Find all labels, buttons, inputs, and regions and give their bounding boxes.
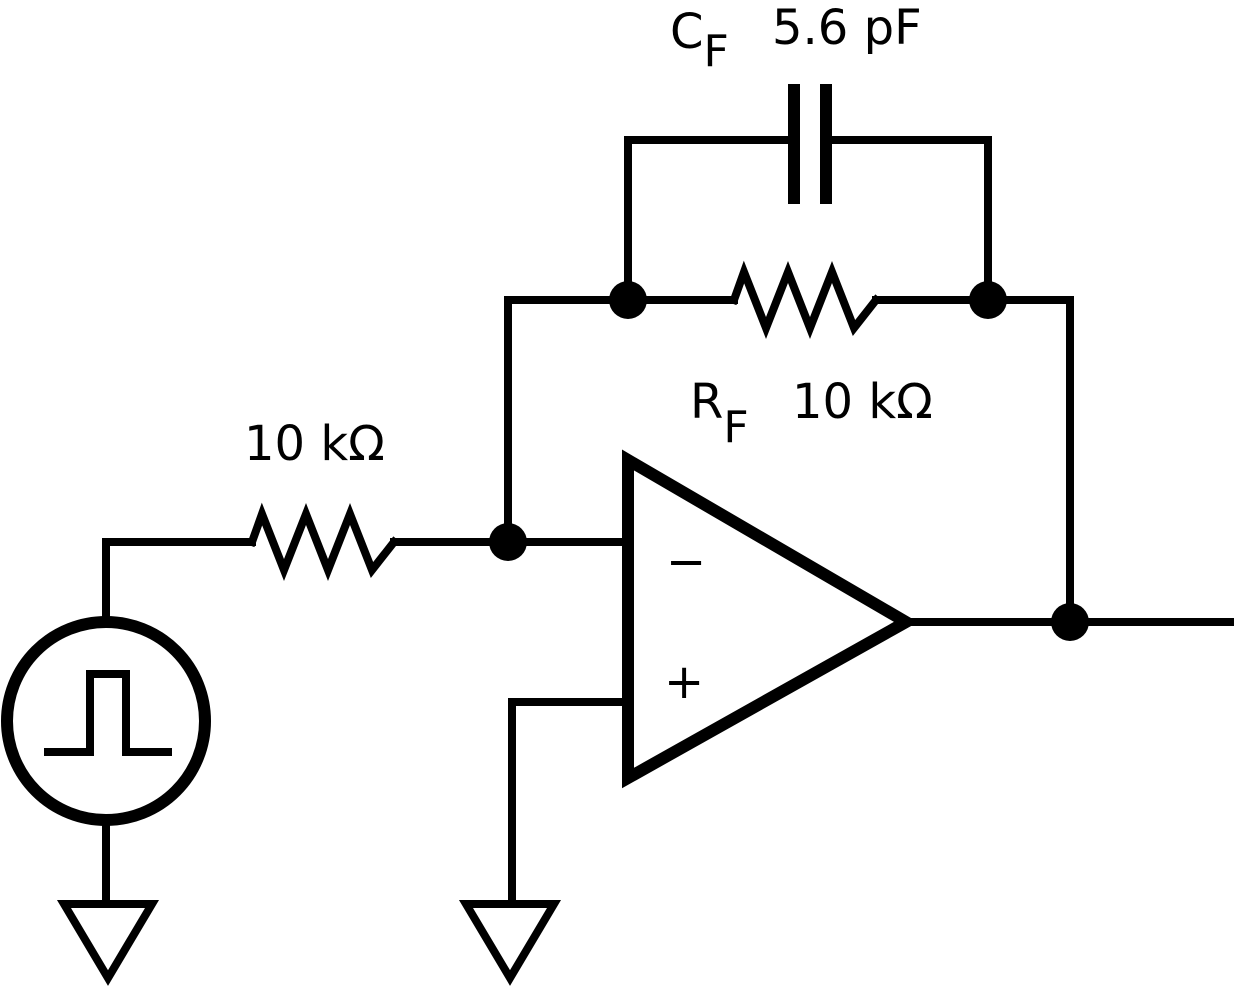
junction-dot: [1051, 603, 1089, 641]
cf-subscript: F: [704, 26, 729, 77]
pulse-source-icon: [44, 670, 172, 756]
pulse-source-circle: [1, 616, 211, 826]
rf-value-label: 10 kΩ: [792, 374, 933, 430]
resistor-input: [246, 502, 400, 581]
rf-subscript: F: [723, 402, 748, 453]
rin-value-label: 10 kΩ: [244, 416, 385, 472]
rf-label: RF: [690, 374, 749, 453]
junction-dot: [489, 523, 527, 561]
ground-icon: [458, 900, 562, 986]
cf-value-label: 5.6 pF: [772, 0, 922, 56]
cf-name: C: [670, 4, 704, 60]
noninverting-input-sign: +: [664, 654, 704, 710]
cf-label: CF: [670, 4, 729, 77]
rf-wire-right: [872, 296, 1074, 626]
inverting-input-sign: −: [666, 534, 706, 590]
input-wire-left: [102, 538, 256, 622]
ground-icon: [56, 900, 160, 986]
junction-dot: [609, 281, 647, 319]
rf-wire-left: [504, 296, 738, 546]
cf-wire-right: [824, 136, 992, 304]
noninv-ground-wire: [508, 698, 634, 904]
cf-wire-left: [624, 136, 794, 304]
rf-name: R: [690, 374, 723, 430]
op-amp: [622, 449, 919, 789]
junction-dot: [969, 281, 1007, 319]
resistor-rf: [728, 260, 882, 339]
